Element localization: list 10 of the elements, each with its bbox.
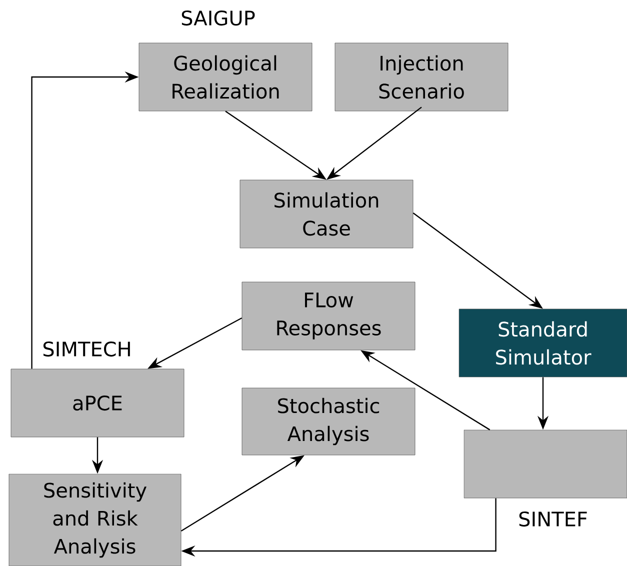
process-box: aPCE xyxy=(10,368,184,438)
process-box: Sensitivity and Risk Analysis xyxy=(8,474,182,566)
process-box: Stochastic Analysis xyxy=(242,388,416,456)
process-box: Injection Scenario xyxy=(334,42,508,112)
process-box: Geological Realization xyxy=(138,42,312,112)
process-box: Simulation Case xyxy=(240,180,414,248)
process-box: Standard Simulator xyxy=(458,308,627,378)
empty-box xyxy=(464,430,627,498)
process-box: FLow Responses xyxy=(242,282,416,350)
group-label: SIMTECH xyxy=(43,341,130,357)
